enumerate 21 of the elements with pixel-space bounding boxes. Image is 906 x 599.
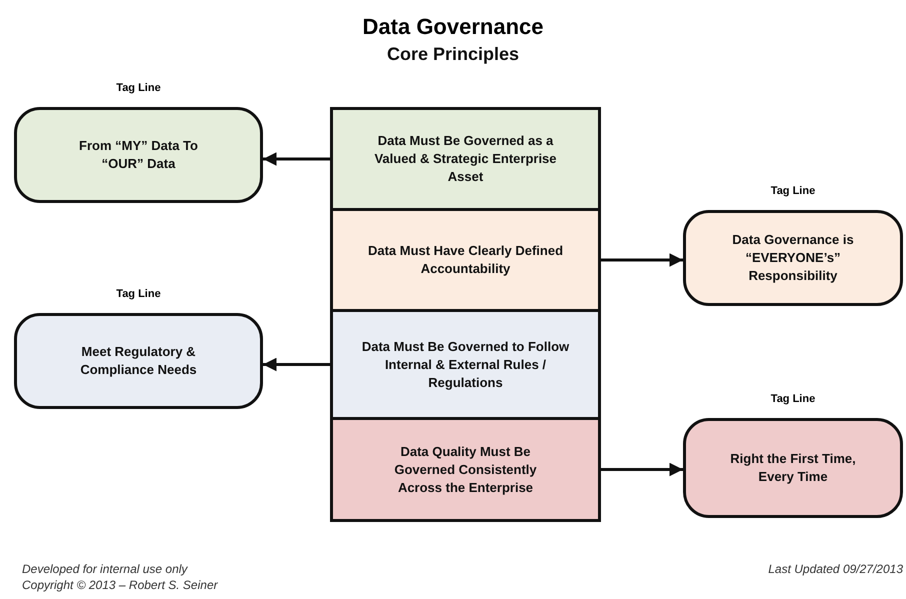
tag-line-caption: Tag Line [116,82,161,94]
diagram-title: Data Governance [362,14,544,40]
arrow [263,152,330,166]
tagline-box: Meet Regulatory & Compliance Needs [14,313,263,409]
tag-line-caption: Tag Line [770,185,816,197]
principle-box: Data Must Be Governed as a Valued & Strategic Enterprise Asset [330,107,601,211]
footer-note: Developed for internal use only [22,562,188,576]
tagline-box: Right the First Time, Every Time [683,418,903,518]
principle-box: Data Must Have Clearly Defined Accountability [330,208,601,312]
principle-box: Data Must Be Governed to Follow Internal & External Rules / Regulations [330,309,601,420]
subtitle: Core Principles [386,44,520,65]
tagline-box: Data Governance is “EVERYONE’s” Responsibility [683,210,903,306]
principle-box: Data Quality Must Be Governed Consistently Across the Enterprise [330,417,601,522]
arrow [601,253,683,267]
tag-line-caption: Tag Line [770,393,816,405]
arrow [601,462,683,476]
arrow [263,358,330,372]
update-date: Last Updated 09/27/2013 [768,562,903,576]
copyright-note: Copyright © 2013 – Robert S. Seiner [22,578,218,592]
tagline-box: From “MY” Data To “OUR” Data [14,107,263,203]
tag-line-caption: Tag Line [116,288,161,300]
